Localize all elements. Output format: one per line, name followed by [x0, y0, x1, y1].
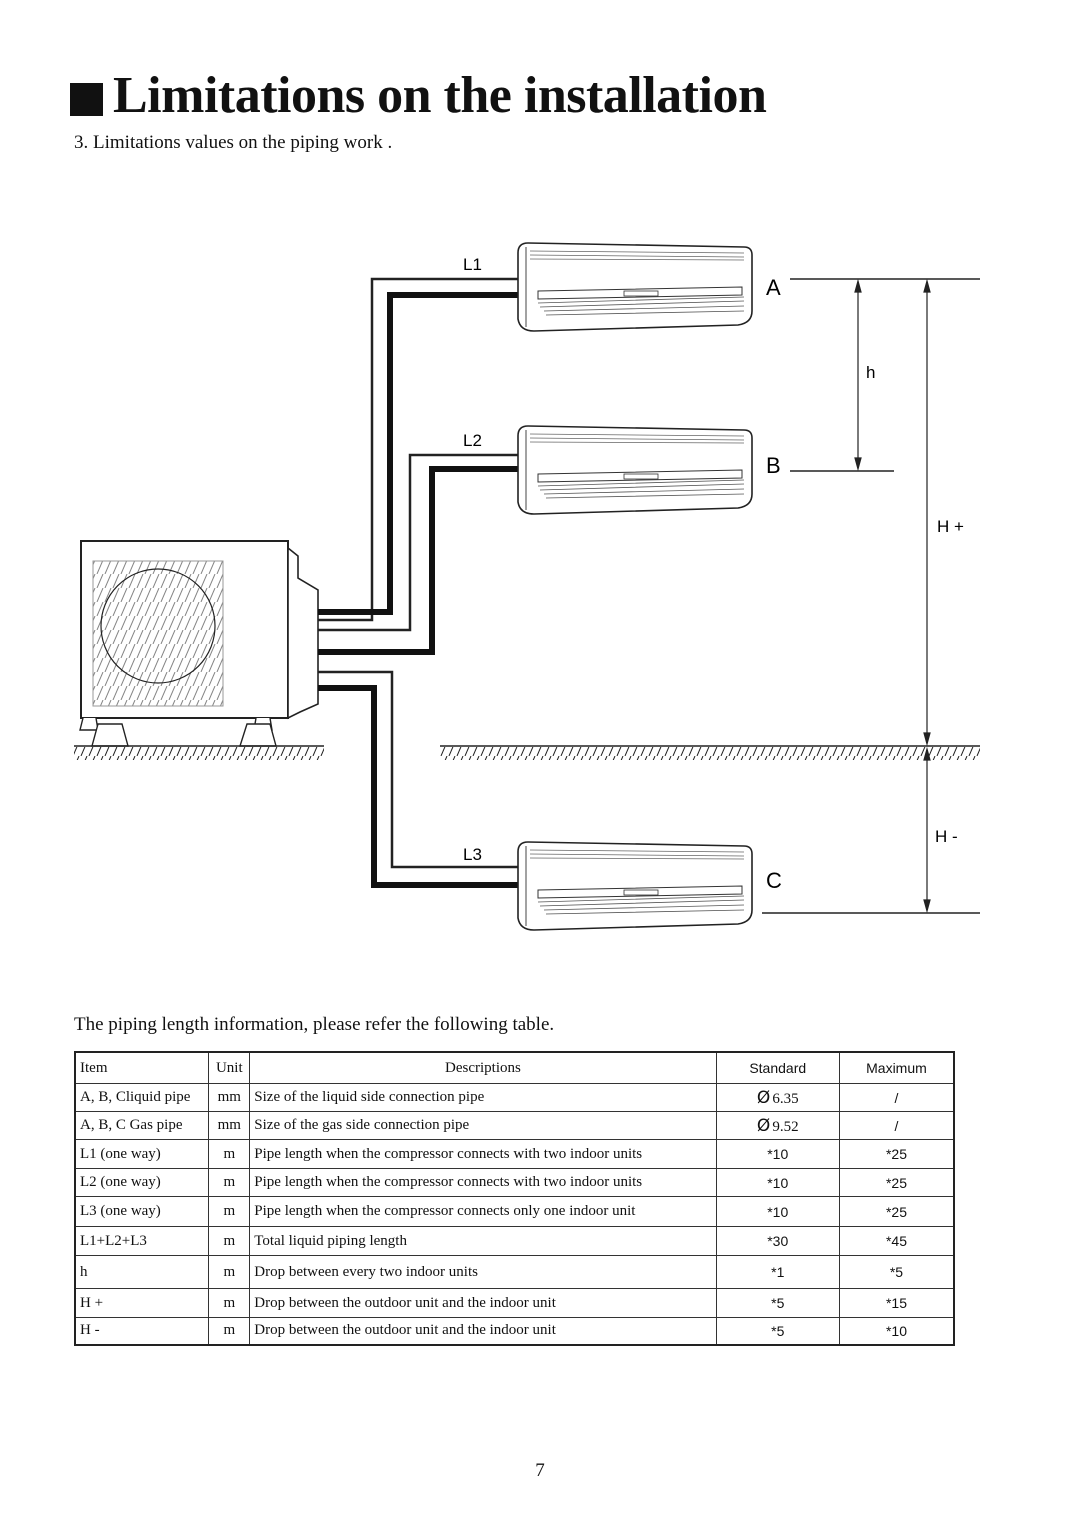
header-standard: Standard: [715, 1051, 840, 1084]
ground-line: [74, 745, 980, 760]
cell-unit: m: [208, 1226, 251, 1256]
cell-desc: Pipe length when the compressor connects…: [249, 1139, 717, 1169]
label-h-plus: H +: [937, 517, 964, 536]
cell-standard: *10: [715, 1168, 840, 1197]
pipe-l1: [318, 277, 520, 622]
dimension-h-plus: [923, 278, 931, 747]
cell-standard: *5: [715, 1317, 840, 1345]
cell-maximum: *5: [838, 1255, 955, 1289]
cell-unit: m: [208, 1255, 251, 1289]
label-l2: L2: [463, 431, 482, 450]
cell-item: H +: [74, 1288, 210, 1318]
cell-desc: Drop between the outdoor unit and the in…: [249, 1288, 717, 1318]
outdoor-unit: [79, 540, 319, 747]
section-subtitle: 3. Limitations values on the piping work…: [74, 132, 393, 153]
title-bullet-icon: [70, 82, 103, 116]
page-header: Limitations on the installation: [70, 66, 767, 126]
label-l3: L3: [463, 845, 482, 864]
cell-maximum: *45: [838, 1226, 955, 1256]
header-descriptions: Descriptions: [249, 1051, 717, 1084]
indoor-unit-a: [517, 242, 753, 332]
cell-maximum: /: [838, 1083, 955, 1112]
table-row: L2 (one way) m Pipe length when the comp…: [74, 1168, 955, 1197]
cell-standard: *30: [715, 1226, 840, 1256]
cell-desc: Size of the liquid side connection pipe: [249, 1083, 717, 1112]
cell-item: L3 (one way): [74, 1196, 210, 1227]
cell-item: H -: [74, 1317, 210, 1345]
table-row: A, B, Cliquid pipe mm Size of the liquid…: [74, 1083, 955, 1112]
table-row: L3 (one way) m Pipe length when the comp…: [74, 1196, 955, 1227]
header-item: Item: [74, 1051, 210, 1084]
cell-unit: m: [208, 1317, 251, 1345]
cell-item: L1+L2+L3: [74, 1226, 210, 1256]
indoor-unit-c: [517, 841, 753, 931]
cell-unit: m: [208, 1139, 251, 1169]
cell-maximum: *25: [838, 1139, 955, 1169]
cell-unit: mm: [208, 1111, 251, 1140]
table-intro: The piping length information, please re…: [74, 1014, 555, 1035]
standard-value: 9.52: [772, 1118, 799, 1135]
cell-standard: *1: [715, 1255, 840, 1289]
label-h: h: [866, 363, 875, 382]
page-number: 7: [535, 1460, 545, 1481]
label-unit-c: C: [766, 868, 782, 893]
table-row: h m Drop between every two indoor units …: [74, 1255, 955, 1289]
cell-maximum: *10: [838, 1317, 955, 1345]
table-row: L1 (one way) m Pipe length when the comp…: [74, 1139, 955, 1169]
cell-standard: *5: [715, 1288, 840, 1318]
label-l1: L1: [463, 255, 482, 274]
table-header-row: Item Unit Descriptions Standard Maximum: [74, 1051, 955, 1084]
cell-standard: *10: [715, 1139, 840, 1169]
label-unit-b: B: [766, 453, 781, 478]
piping-diagram: L1 L2 L3 A B C h H + H -: [74, 242, 980, 931]
cell-desc: Pipe length when the compressor connects…: [249, 1168, 717, 1197]
pipe-l3: [318, 670, 520, 888]
label-h-minus: H -: [935, 827, 958, 846]
cell-desc: Drop between every two indoor units: [249, 1255, 717, 1289]
cell-item: L2 (one way): [74, 1168, 210, 1197]
table-row: L1+L2+L3 m Total liquid piping length *3…: [74, 1226, 955, 1256]
table-row: A, B, C Gas pipe mm Size of the gas side…: [74, 1111, 955, 1140]
cell-item: h: [74, 1255, 210, 1289]
cell-desc: Size of the gas side connection pipe: [249, 1111, 717, 1140]
cell-standard: *10: [715, 1196, 840, 1227]
pipe-l2: [318, 453, 520, 655]
dimension-h-minus: [923, 746, 931, 914]
header-unit: Unit: [208, 1051, 251, 1084]
standard-value: 6.35: [772, 1090, 799, 1107]
cell-unit: m: [208, 1288, 251, 1318]
cell-unit: m: [208, 1168, 251, 1197]
cell-maximum: *15: [838, 1288, 955, 1318]
piping-spec-table: Item Unit Descriptions Standard Maximum …: [74, 1051, 955, 1346]
cell-desc: Drop between the outdoor unit and the in…: [249, 1317, 717, 1345]
diameter-icon: Ø: [756, 1087, 771, 1108]
cell-desc: Pipe length when the compressor connects…: [249, 1196, 717, 1227]
page-title: Limitations on the installation: [113, 67, 767, 124]
table-row: H - m Drop between the outdoor unit and …: [74, 1317, 955, 1345]
cell-item: L1 (one way): [74, 1139, 210, 1169]
cell-unit: m: [208, 1196, 251, 1227]
table-row: H + m Drop between the outdoor unit and …: [74, 1288, 955, 1318]
cell-maximum: *25: [838, 1168, 955, 1197]
diameter-icon: Ø: [756, 1115, 771, 1136]
header-maximum: Maximum: [838, 1051, 955, 1084]
cell-maximum: *25: [838, 1196, 955, 1227]
dimension-h: [854, 278, 862, 472]
indoor-unit-b: [517, 425, 753, 515]
label-unit-a: A: [766, 275, 781, 300]
cell-desc: Total liquid piping length: [249, 1226, 717, 1256]
cell-item: A, B, Cliquid pipe: [74, 1083, 210, 1112]
cell-unit: mm: [208, 1083, 251, 1112]
cell-item: A, B, C Gas pipe: [74, 1111, 210, 1140]
cell-maximum: /: [838, 1111, 955, 1140]
